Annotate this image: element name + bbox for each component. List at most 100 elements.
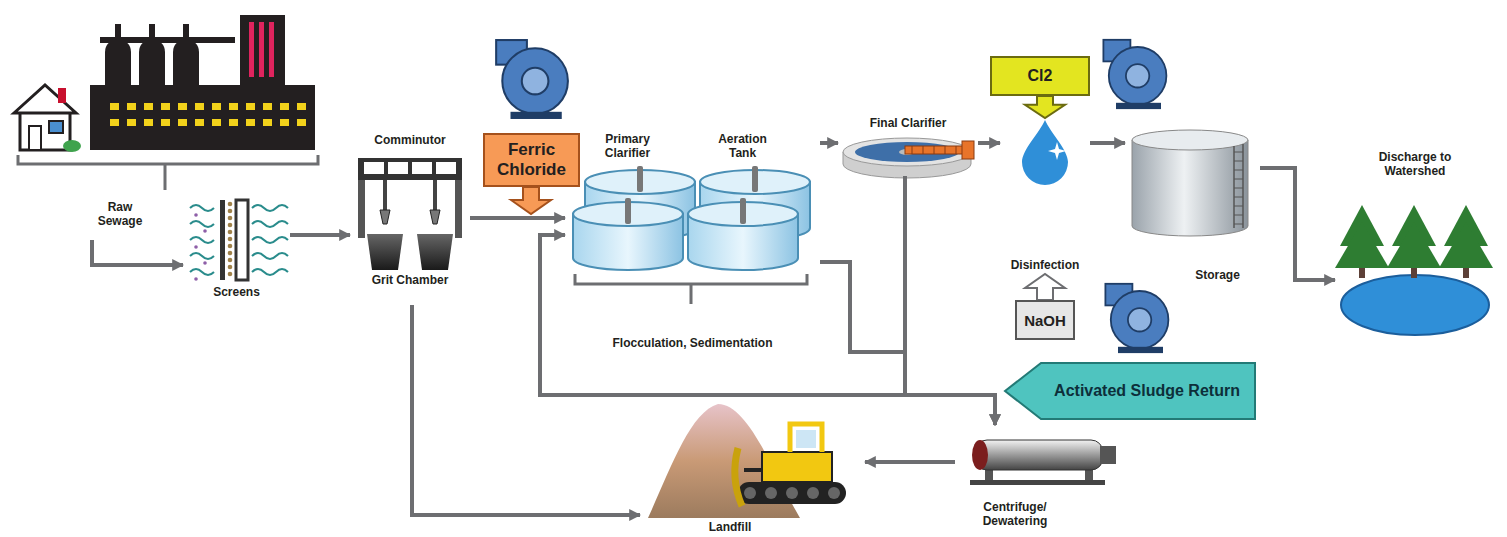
frame-window — [364, 162, 384, 174]
disinfection-station: Disinfection — [1000, 118, 1090, 274]
bridge-drive — [962, 141, 974, 159]
dozer-body — [762, 452, 832, 482]
pump-volute — [1109, 47, 1167, 105]
flow-connector — [865, 460, 955, 464]
house-wall — [20, 110, 70, 150]
centrifuge-drum — [975, 440, 1103, 470]
bridge-rail — [945, 146, 946, 154]
factory-window — [246, 103, 255, 110]
chimney-stripe — [249, 22, 254, 77]
screen-dot — [228, 216, 233, 221]
box-content: Ferric Chloride — [483, 133, 580, 187]
station-label: Discharge to Watershed — [1350, 150, 1480, 178]
factory-window — [263, 119, 272, 126]
frame-leg — [358, 180, 365, 238]
debris-dot — [194, 245, 198, 249]
dozer-cab — [790, 424, 822, 452]
debris-dot — [203, 261, 207, 265]
flow-connector — [1090, 141, 1125, 145]
return-arrow: Activated Sludge Return — [1005, 363, 1255, 419]
water-wave — [252, 205, 288, 211]
water-wave — [252, 269, 288, 275]
lake — [1341, 275, 1489, 335]
chemical-box: NaOH — [1015, 300, 1075, 340]
frame-window — [388, 162, 408, 174]
landfill-station: Landfill — [640, 398, 865, 535]
station-label: Disinfection — [1000, 258, 1090, 272]
water-wave — [252, 237, 288, 243]
screens-illustration — [190, 200, 288, 281]
ladder-rung — [1234, 188, 1243, 189]
dozer-wheel — [807, 487, 819, 499]
box-label: Cl2 — [1028, 67, 1053, 85]
centrifuge-cap — [972, 440, 988, 470]
tank-bracket — [575, 274, 807, 304]
tank-group: Primary ClarifierAeration TankFlocculati… — [565, 130, 820, 362]
grit-bin — [417, 234, 453, 270]
clarifier-illustration — [843, 138, 974, 178]
factory-window — [229, 103, 238, 110]
storage-tank — [1132, 140, 1248, 236]
source-station: Raw Sewage — [10, 10, 320, 240]
water-wave — [190, 237, 214, 243]
arrow-shape — [1005, 363, 1255, 419]
factory-window — [110, 119, 119, 126]
ladder-rung — [1234, 161, 1243, 162]
station-label: Aeration Tank — [705, 132, 780, 160]
house-bush — [63, 140, 81, 152]
water-wave — [252, 253, 288, 259]
pump-icon — [1103, 40, 1166, 109]
box-shape — [1016, 301, 1074, 339]
station-label: Storage — [1180, 268, 1255, 282]
factory-window — [127, 103, 136, 110]
bridge-rail — [912, 146, 913, 154]
box-label: Activated Sludge Return — [1054, 382, 1240, 400]
flow-connector — [820, 262, 995, 425]
factory-window — [144, 119, 153, 126]
station-label: Grit Chamber — [370, 273, 450, 287]
water-wave — [190, 221, 214, 227]
watershed-illustration — [1335, 205, 1493, 335]
dozer-wheel — [765, 487, 777, 499]
dewatering-station: Centrifuge/ Dewatering — [955, 425, 1125, 535]
grit-bin — [367, 234, 403, 270]
storage-illustration — [1132, 130, 1248, 236]
factory-window — [144, 103, 153, 110]
flow-connector — [412, 305, 640, 515]
frame-window — [412, 162, 432, 174]
ladder-rails — [1234, 144, 1243, 228]
box-label: NaOH — [1024, 312, 1066, 329]
factory-window — [246, 119, 255, 126]
box-content: Cl2 — [990, 56, 1090, 96]
flow-connector — [92, 240, 183, 265]
ladder-rung — [1234, 197, 1243, 198]
flow-connector — [978, 141, 1000, 145]
screen-bar — [220, 200, 225, 280]
station-label: Final Clarifier — [838, 116, 978, 130]
factory-tank — [173, 39, 199, 86]
tank-mixer — [625, 198, 631, 224]
bridge-rail — [923, 146, 924, 154]
dozer-track — [738, 482, 846, 504]
sparkle — [1048, 142, 1066, 160]
station-label: Screens — [183, 285, 290, 299]
pump-eye — [522, 68, 549, 95]
pump-volute — [502, 48, 568, 114]
tanks-illustration — [573, 166, 810, 304]
dozer-wheel — [786, 487, 798, 499]
factory-chimney — [240, 15, 285, 87]
centrifuge-motor — [1100, 446, 1116, 464]
dozer-blade — [735, 448, 742, 506]
water-wave — [190, 253, 214, 259]
dozer-arm — [744, 468, 762, 472]
screen-dot — [228, 202, 233, 207]
centrifuge-illustration — [970, 440, 1116, 485]
screen-dot — [228, 251, 233, 256]
station-label: Comminutor — [350, 133, 470, 147]
ladder-rung — [1234, 152, 1243, 153]
tank-mixer — [637, 166, 643, 192]
dozer-wheel — [828, 487, 840, 499]
screen-dot — [228, 272, 233, 277]
